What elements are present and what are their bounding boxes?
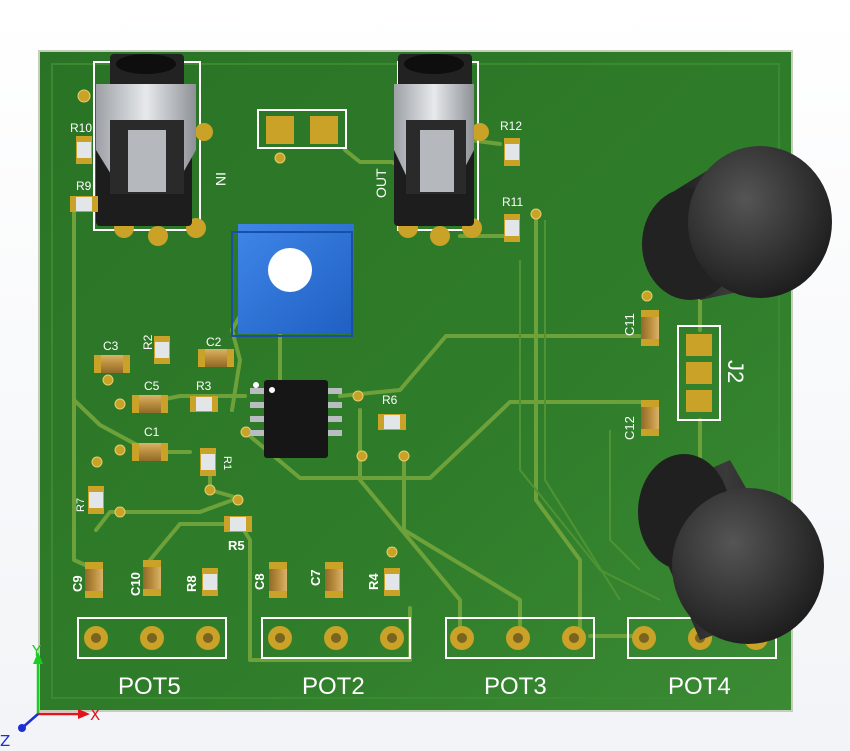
label-in: IN — [213, 172, 229, 186]
trimmer-screw-icon[interactable] — [268, 248, 312, 292]
knob-cap-icon[interactable] — [672, 488, 824, 644]
label-c11: C11 — [622, 313, 637, 336]
label-r11: R11 — [502, 195, 523, 209]
axis-x-label: X — [90, 706, 100, 724]
label-c12: C12 — [622, 416, 637, 440]
label-pot5: POT5 — [118, 673, 181, 700]
label-r3: R3 — [196, 379, 212, 393]
label-out: OUT — [373, 168, 389, 198]
label-pot3: POT3 — [484, 673, 547, 700]
label-c1: C1 — [144, 425, 160, 439]
label-r12: R12 — [500, 119, 522, 133]
knob-upper[interactable] — [642, 146, 832, 300]
two-pad-header — [257, 109, 347, 149]
silkscreen-labels: R10 R9 IN OUT R12 R11 C3 R2 C2 C5 R3 C1 … — [70, 119, 748, 700]
j2-header — [677, 325, 721, 421]
label-c2: C2 — [206, 335, 222, 349]
label-pot4: POT4 — [668, 673, 731, 700]
label-j2: J2 — [723, 360, 748, 383]
label-r4: R4 — [366, 573, 381, 590]
copper-traces-thin — [519, 220, 661, 601]
label-r1: R1 — [221, 456, 233, 470]
knob-cap-icon[interactable] — [688, 146, 832, 298]
input-jack — [93, 54, 213, 246]
ic-chip — [250, 380, 342, 458]
axis-gizmo: Y X Z — [0, 642, 100, 750]
label-r10: R10 — [70, 121, 92, 135]
output-jack — [394, 54, 489, 246]
label-c5: C5 — [144, 379, 160, 393]
label-r5: R5 — [228, 538, 245, 553]
label-pot2: POT2 — [302, 673, 365, 700]
label-c7: C7 — [308, 569, 323, 586]
axis-z-label: Z — [0, 732, 10, 750]
trimmer-potentiometer[interactable] — [231, 224, 354, 337]
label-r8: R8 — [184, 575, 199, 592]
smd-resistors — [70, 136, 520, 596]
smd-capacitors — [85, 310, 659, 598]
label-r2: R2 — [141, 334, 155, 350]
label-c3: C3 — [103, 339, 119, 353]
label-r9: R9 — [76, 179, 92, 193]
axis-y-label: Y — [31, 642, 42, 660]
label-r6: R6 — [382, 393, 398, 407]
label-c10: C10 — [128, 572, 143, 596]
knob-lower[interactable] — [638, 454, 824, 644]
label-r7: R7 — [75, 498, 87, 512]
label-c8: C8 — [252, 573, 267, 590]
label-c9: C9 — [70, 575, 85, 592]
